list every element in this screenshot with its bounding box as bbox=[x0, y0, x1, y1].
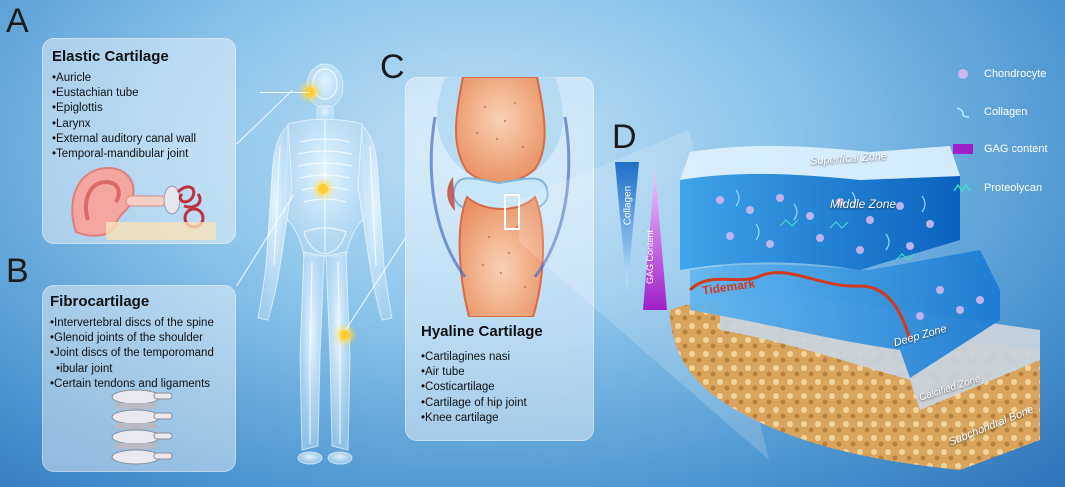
legend-chondrocyte-label: Chondrocyte bbox=[984, 68, 1047, 80]
elastic-cartilage-card: Elastic Cartilage Auricle Eustachian tub… bbox=[42, 38, 236, 244]
fibrocartilage-list: Intervertebral discs of the spine Glenoi… bbox=[50, 316, 228, 392]
panel-c-label: C bbox=[380, 48, 405, 86]
cartilage-zones-block bbox=[670, 145, 1040, 470]
fibrocartilage-card: Fibrocartilage Intervertebral discs of t… bbox=[42, 285, 236, 472]
hyaline-cartilage-title: Hyaline Cartilage bbox=[421, 323, 543, 340]
proteolycan-icon bbox=[952, 182, 974, 194]
legend-gag: GAG content bbox=[952, 143, 1048, 155]
spine-marker bbox=[318, 184, 328, 194]
knee-marker bbox=[340, 330, 350, 340]
elastic-cartilage-list: Auricle Eustachian tube Epiglottis Laryn… bbox=[52, 71, 228, 162]
legend-proteolycan: Proteolycan bbox=[952, 182, 1042, 194]
list-item: Epiglottis bbox=[52, 101, 228, 116]
legend-proteolycan-label: Proteolycan bbox=[984, 182, 1043, 194]
list-item: Temporal-mandibular joint bbox=[52, 147, 228, 162]
legend-collagen-label: Collagen bbox=[984, 106, 1028, 118]
panel-a-label: A bbox=[6, 2, 29, 40]
list-item: Cartilage of hip joint bbox=[421, 396, 543, 411]
list-item: Larynx bbox=[52, 117, 228, 132]
list-item: Air tube bbox=[421, 365, 543, 380]
collagen-gradient-label: Collagen bbox=[622, 185, 634, 226]
ear-marker bbox=[305, 87, 315, 97]
gag-content-icon bbox=[952, 144, 974, 154]
hyaline-cartilage-card: Hyaline Cartilage Cartilagines nasi Air … bbox=[405, 77, 594, 441]
list-item: Certain tendons and ligaments bbox=[50, 377, 228, 392]
list-item: Glenoid joints of the shoulder bbox=[50, 331, 228, 346]
list-item: Knee cartilage bbox=[421, 411, 543, 426]
hyaline-cartilage-list: Cartilagines nasi Air tube Costicartilag… bbox=[421, 350, 543, 426]
collagen-icon bbox=[952, 106, 974, 118]
gag-gradient-label: GAG Content bbox=[645, 229, 655, 285]
legend-collagen: Collagen bbox=[952, 106, 1027, 118]
list-item: Auricle bbox=[52, 71, 228, 86]
middle-zone-label: Middle Zone bbox=[830, 197, 897, 211]
elastic-cartilage-title: Elastic Cartilage bbox=[52, 48, 169, 65]
spine-illustration bbox=[111, 389, 173, 465]
panel-d-label: D bbox=[612, 118, 637, 156]
gradient-wedges bbox=[615, 162, 667, 310]
list-item: ibular joint bbox=[50, 362, 228, 377]
list-item: Eustachian tube bbox=[52, 86, 228, 101]
chondrocyte-icon bbox=[952, 69, 974, 79]
list-item: Cartilagines nasi bbox=[421, 350, 543, 365]
panel-b-label: B bbox=[6, 252, 29, 290]
elastic-leader-line-2 bbox=[260, 92, 310, 93]
list-item: Intervertebral discs of the spine bbox=[50, 316, 228, 331]
list-item: Costicartilage bbox=[421, 380, 543, 395]
list-item: External auditory canal wall bbox=[52, 132, 228, 147]
legend-chondrocyte: Chondrocyte bbox=[952, 68, 1046, 80]
fibrocartilage-title: Fibrocartilage bbox=[50, 293, 150, 310]
ear-illustration bbox=[71, 166, 216, 240]
list-item: Joint discs of the temporomand bbox=[50, 346, 228, 361]
hyaline-cartilage-text: Hyaline Cartilage Cartilagines nasi Air … bbox=[421, 323, 543, 426]
knee-joint-illustration bbox=[429, 77, 571, 317]
legend-gag-label: GAG content bbox=[984, 143, 1048, 155]
human-body-illustration bbox=[257, 63, 393, 465]
